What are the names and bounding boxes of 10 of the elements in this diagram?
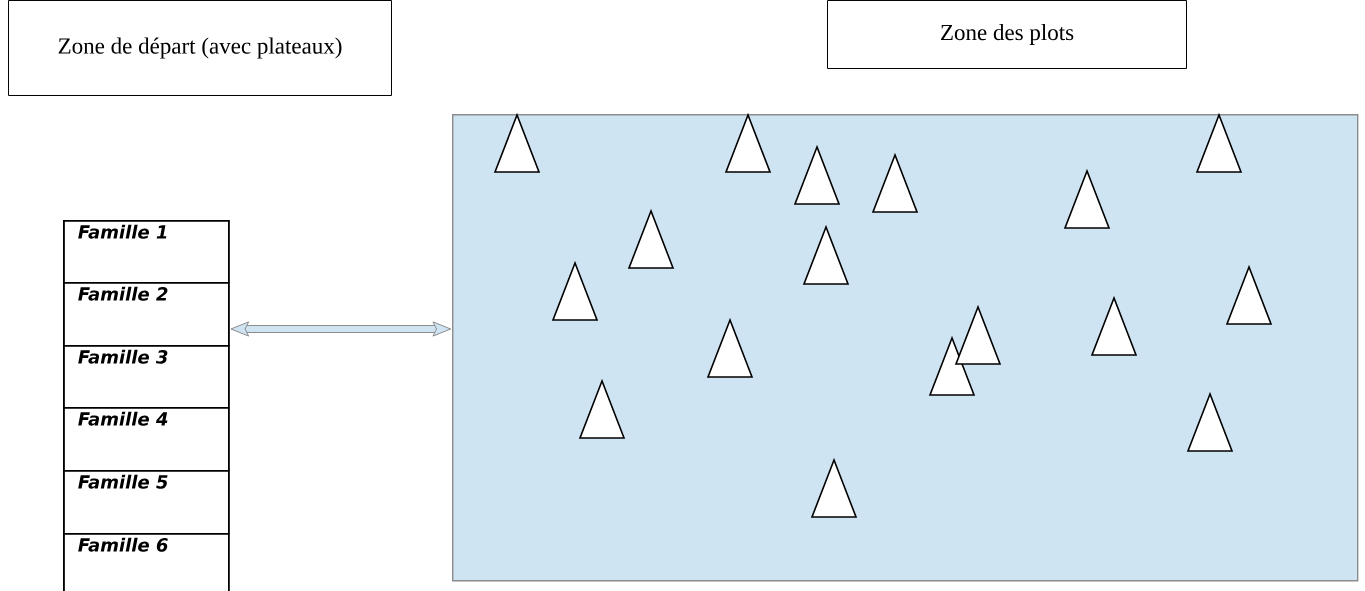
family-cell: Famille 5 [63,470,230,535]
family-cell: Famille 2 [63,282,230,347]
family-cell: Famille 6 [63,533,230,591]
zone-label-box: Zone des plots [827,0,1187,69]
zone-label-box: Zone de départ (avec plateaux) [8,0,392,96]
family-cell: Famille 1 [63,220,230,284]
family-cell: Famille 4 [63,407,230,472]
family-cell: Famille 3 [63,345,230,409]
double-arrow [230,321,452,337]
cone-area [452,114,1359,582]
